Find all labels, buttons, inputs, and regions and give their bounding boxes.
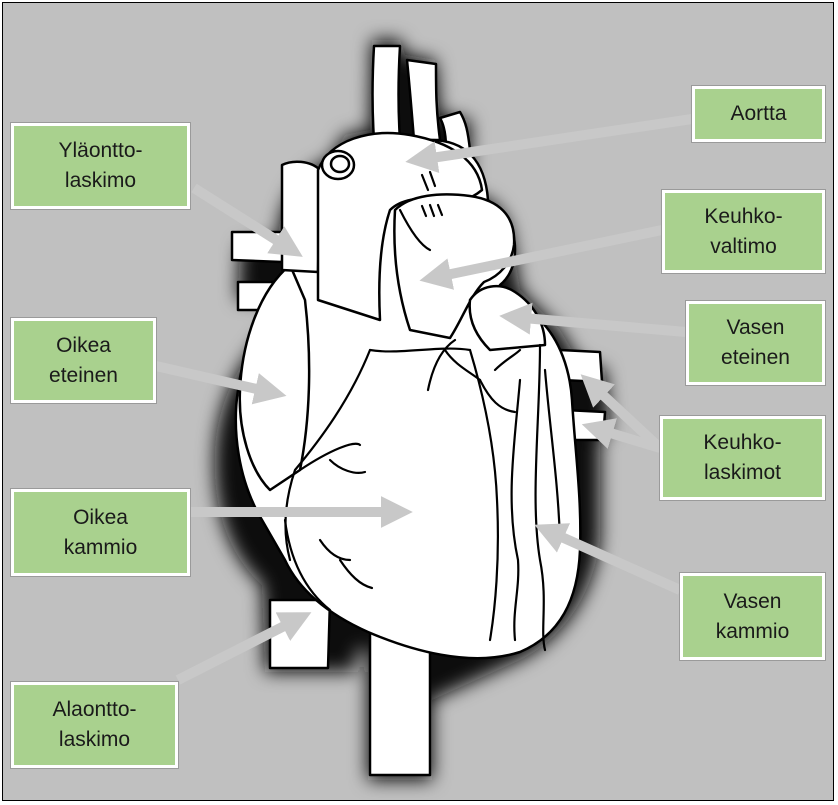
label-oikea-kammio-line2: kammio (64, 533, 138, 563)
label-vasen-kammio-line2: kammio (716, 617, 790, 647)
label-vasen-eteinen-line2: eteinen (721, 343, 790, 373)
label-ylaonttolaskimo: Yläontto- laskimo (11, 123, 190, 209)
label-aortta: Aortta (692, 86, 825, 142)
label-oikea-eteinen: Oikea eteinen (11, 318, 156, 403)
label-keuhkovaltimo-line1: Keuhko- (704, 202, 782, 232)
label-oikea-eteinen-line2: eteinen (49, 361, 118, 391)
label-aortta-text: Aortta (730, 99, 786, 129)
label-keuhkolaskimot: Keuhko- laskimot (660, 416, 825, 500)
label-keuhkolaskimot-line2: laskimot (703, 458, 781, 488)
label-ylaonttolaskimo-line1: Yläontto- (58, 136, 142, 166)
label-keuhkolaskimot-line1: Keuhko- (703, 428, 781, 458)
label-alaonttolaskimo-line1: Alaontto- (52, 695, 136, 725)
label-oikea-kammio: Oikea kammio (11, 489, 190, 576)
label-oikea-kammio-line1: Oikea (64, 503, 138, 533)
label-vasen-eteinen-line1: Vasen (721, 313, 790, 343)
label-keuhkovaltimo: Keuhko- valtimo (662, 190, 825, 273)
label-alaonttolaskimo: Alaontto- laskimo (11, 682, 178, 768)
label-alaonttolaskimo-line2: laskimo (52, 725, 136, 755)
label-ylaonttolaskimo-line2: laskimo (58, 166, 142, 196)
label-vasen-eteinen: Vasen eteinen (686, 301, 825, 385)
label-oikea-eteinen-line1: Oikea (49, 331, 118, 361)
label-vasen-kammio: Vasen kammio (680, 573, 825, 660)
label-vasen-kammio-line1: Vasen (716, 587, 790, 617)
label-keuhkovaltimo-line2: valtimo (704, 232, 782, 262)
